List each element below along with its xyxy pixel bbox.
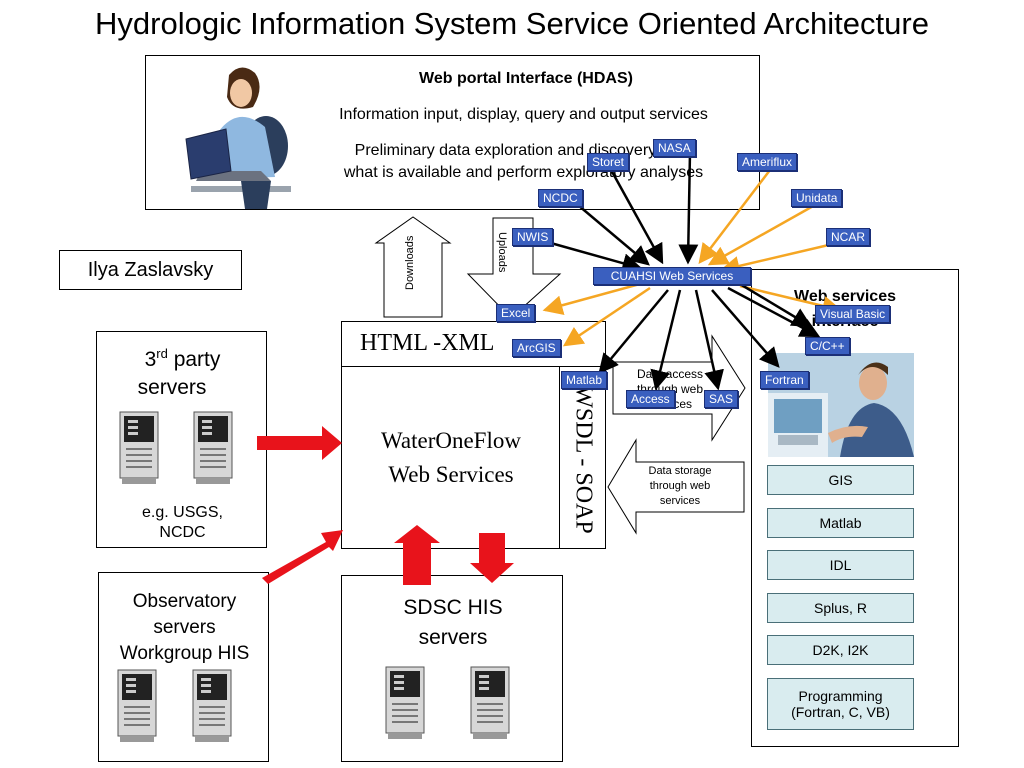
author-box: Ilya Zaslavsky (59, 250, 242, 290)
uploads-label: Uploads (496, 232, 508, 273)
wsdl-divider (559, 366, 560, 549)
person-laptop-icon (185, 67, 291, 209)
page-title: Hydrologic Information System Service Or… (95, 6, 929, 41)
tag-unidata: Unidata (791, 189, 843, 207)
tag-ameriflux: Ameriflux (737, 153, 798, 171)
observatory-red-arrow (262, 530, 343, 584)
tag-fortran: Fortran (760, 371, 809, 389)
web-portal-box: Web portal Interface (HDAS) Information … (145, 55, 760, 210)
data-storage-label-c: services (659, 495, 701, 507)
tag-storet: Storet (587, 153, 630, 171)
tool-idl: IDL (767, 550, 914, 580)
tag-sas: SAS (704, 390, 739, 408)
server-icon (119, 411, 159, 485)
tag-cuahsi-web-services: CUAHSI Web Services (593, 267, 751, 285)
tag-nasa: NASA (653, 139, 696, 157)
tool-matlab: Matlab (767, 508, 914, 538)
downloads-label: Downloads (404, 235, 416, 290)
data-storage-label-a: Data storage (648, 465, 712, 477)
html-xml-label: HTML -XML (360, 330, 495, 356)
sdsc-up-red-arrow (394, 525, 440, 585)
observatory-line1: Observatory (132, 591, 237, 612)
tag-nwis: NWIS (512, 228, 554, 246)
wateroneflow-line2: Web Services (388, 462, 514, 487)
wateroneflow-box (341, 321, 606, 549)
server-icon (193, 411, 233, 485)
sdsc-line2: servers (418, 626, 488, 649)
tag-access: Access (626, 390, 675, 408)
tag-ncdc: NCDC (538, 189, 583, 207)
sdsc-down-red-arrow (470, 533, 514, 583)
server-icon (470, 666, 510, 740)
html-xml-divider (341, 366, 606, 367)
server-icon (192, 669, 232, 743)
tool-d2k-i2k: D2K, I2K (767, 635, 914, 665)
third-party-example-a: e.g. USGS, (142, 504, 223, 521)
observatory-line2: servers (153, 617, 216, 638)
server-icon (385, 666, 425, 740)
tag-visual-basic: Visual Basic (815, 305, 891, 323)
tool-splus-r: Splus, R (767, 593, 914, 623)
portal-heading: Web portal Interface (HDAS) (419, 70, 633, 87)
tag-matlab: Matlab (561, 371, 608, 389)
downloads-arrow (374, 216, 452, 318)
observatory-line3: Workgroup HIS (119, 643, 250, 664)
data-storage-label-b: through web (649, 480, 711, 492)
tag-excel: Excel (496, 304, 536, 322)
tag-cpp: C/C++ (805, 337, 850, 355)
third-party-label: 3rd party (144, 346, 221, 371)
data-storage-arrow (607, 438, 745, 535)
user-computer-photo-icon (768, 353, 914, 457)
sdsc-line1: SDSC HIS (403, 596, 503, 619)
third-party-example-b: NCDC (159, 524, 206, 541)
tool-gis: GIS (767, 465, 914, 495)
portal-line1: Information input, display, query and ou… (339, 106, 708, 123)
uploads-arrow (466, 217, 562, 319)
tool-programming: Programming (Fortran, C, VB) (767, 678, 914, 730)
server-icon (117, 669, 157, 743)
wateroneflow-line1: WaterOneFlow (381, 428, 521, 453)
sdsc-servers-box: SDSC HIS servers (341, 575, 563, 762)
ws-interface-line1: Web services (794, 288, 896, 305)
data-access-label-a: Data access (636, 367, 704, 381)
third-party-red-arrow (257, 426, 342, 460)
tag-ncar: NCAR (826, 228, 871, 246)
tag-arcgis: ArcGIS (512, 339, 561, 357)
third-party-label-line2: servers (137, 376, 207, 399)
